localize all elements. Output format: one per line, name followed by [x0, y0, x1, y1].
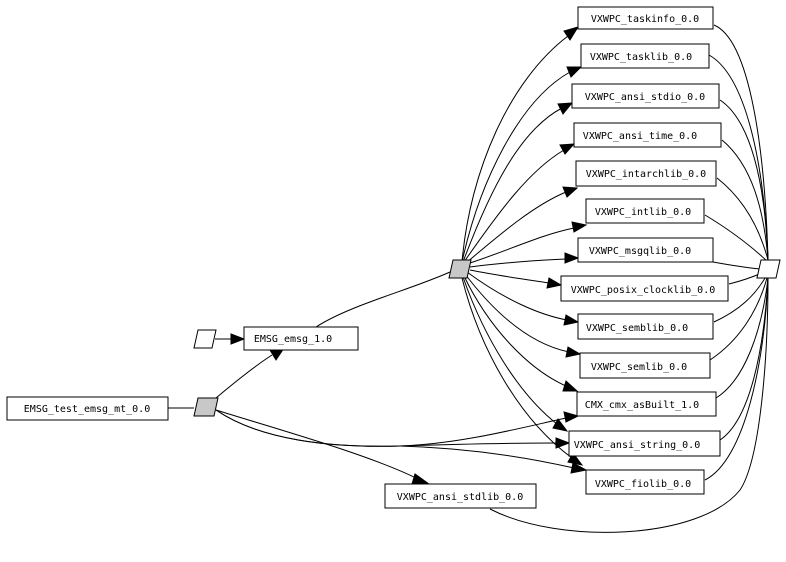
- edge-junction-to-fio: [399, 445, 575, 469]
- junction-hub: [448, 259, 472, 279]
- arrowhead: [565, 346, 582, 358]
- edge-seml-to-sink: [709, 277, 768, 361]
- node-msgq[interactable]: VXWPC_msgqlib_0.0: [577, 237, 714, 263]
- edge-stdio-to-sink: [719, 99, 769, 261]
- node-label: VXWPC_intarchlib_0.0: [586, 169, 706, 180]
- node-semb[interactable]: VXWPC_semblib_0.0: [577, 313, 714, 340]
- edge-junction-to-stdlib: [215, 409, 419, 480]
- node-label: VXWPC_semlib_0.0: [591, 362, 687, 373]
- edge-hub-to-seml: [464, 273, 570, 353]
- node-label: VXWPC_fiolib_0.0: [595, 479, 691, 490]
- junction-input: [193, 329, 217, 349]
- node-stdio[interactable]: VXWPC_ansi_stdio_0.0: [571, 83, 720, 109]
- edge-hub-to-tasklib: [461, 71, 571, 263]
- arrowhead: [563, 411, 580, 423]
- node-label: EMSG_emsg_1.0: [254, 334, 332, 345]
- arrowhead: [562, 380, 579, 392]
- node-label: VXWPC_intlib_0.0: [595, 207, 691, 218]
- edge-hub-to-posix: [469, 269, 550, 284]
- node-emsg-test[interactable]: EMSG_test_emsg_mt_0.0: [6, 396, 169, 421]
- edge-junction-to-emsg: [215, 354, 273, 399]
- nodes: EMSG_test_emsg_mt_0.0 EMSG_emsg_1.0 VXWP…: [6, 6, 729, 509]
- arrowhead: [571, 221, 588, 233]
- node-label: VXWPC_posix_clocklib_0.0: [571, 285, 716, 296]
- node-label: VXWPC_ansi_stdlib_0.0: [397, 492, 523, 503]
- edge-emsg-to-hub: [315, 271, 451, 328]
- arrowhead: [562, 186, 579, 198]
- junction-left: [193, 397, 219, 417]
- node-label: VXWPC_ansi_string_0.0: [574, 440, 700, 451]
- node-seml[interactable]: VXWPC_semlib_0.0: [579, 352, 711, 379]
- node-label: VXWPC_ansi_time_0.0: [583, 131, 697, 142]
- node-stdlib[interactable]: VXWPC_ansi_stdlib_0.0: [384, 483, 537, 509]
- edge-hub-to-taskinfo: [461, 35, 569, 263]
- edge-time-to-sink: [721, 139, 769, 261]
- node-taskinfo[interactable]: VXWPC_taskinfo_0.0: [577, 6, 714, 30]
- edge-msgq-to-sink: [712, 261, 761, 270]
- arrowhead: [555, 437, 571, 449]
- edge-hub-to-intarch: [465, 191, 567, 264]
- node-label: EMSG_test_emsg_mt_0.0: [24, 404, 150, 415]
- edge-junction-to-string: [215, 409, 557, 447]
- edge-hub-to-time: [463, 149, 565, 263]
- junction-sink: [756, 259, 781, 279]
- edge-fio-to-sink: [704, 277, 769, 481]
- node-emsg[interactable]: EMSG_emsg_1.0: [243, 326, 359, 351]
- arrowhead: [546, 277, 563, 289]
- edge-hub-to-stdio: [462, 107, 563, 263]
- node-posix[interactable]: VXWPC_posix_clocklib_0.0: [560, 275, 729, 302]
- edges: [168, 24, 769, 533]
- node-label: VXWPC_taskinfo_0.0: [591, 14, 699, 25]
- edge-hub-to-cmx: [463, 275, 567, 387]
- edge-hub-to-string: [462, 276, 558, 425]
- edge-intlib-to-sink: [704, 214, 769, 263]
- edge-string-to-sink: [719, 277, 769, 441]
- node-string[interactable]: VXWPC_ansi_string_0.0: [568, 430, 721, 457]
- edge-taskinfo-to-sink: [713, 24, 769, 261]
- edge-stdlib-to-sink: [489, 277, 769, 533]
- node-label: VXWPC_ansi_stdio_0.0: [585, 92, 705, 103]
- arrowhead: [557, 102, 574, 115]
- junctions: [193, 259, 781, 417]
- arrowhead: [570, 462, 588, 474]
- edge-cmx-to-sink: [715, 277, 769, 399]
- node-label: VXWPC_semblib_0.0: [586, 323, 688, 334]
- edge-hub-to-msgq: [469, 258, 567, 268]
- edge-intarch-to-sink: [716, 177, 769, 261]
- node-tasklib[interactable]: VXWPC_tasklib_0.0: [580, 43, 710, 69]
- node-label: VXWPC_msgqlib_0.0: [589, 246, 691, 257]
- arrowhead: [566, 66, 583, 78]
- node-fio[interactable]: VXWPC_fiolib_0.0: [585, 469, 705, 495]
- edge-junction-to-cmx: [215, 409, 567, 447]
- edge-hub-to-fio: [461, 277, 573, 459]
- node-cmx[interactable]: CMX_cmx_asBuilt_1.0: [576, 391, 717, 417]
- arrowhead: [552, 418, 569, 432]
- node-time[interactable]: VXWPC_ansi_time_0.0: [573, 122, 722, 148]
- edge-hub-to-semb: [466, 271, 568, 321]
- node-intarch[interactable]: VXWPC_intarchlib_0.0: [575, 160, 717, 187]
- arrowhead: [411, 473, 431, 485]
- edge-semb-to-sink: [713, 277, 766, 323]
- arrowhead: [559, 143, 576, 155]
- arrowhead: [564, 252, 580, 264]
- arrowhead: [563, 314, 580, 326]
- node-label: CMX_cmx_asBuilt_1.0: [585, 400, 699, 411]
- node-label: VXWPC_tasklib_0.0: [590, 52, 692, 63]
- arrowhead: [230, 333, 246, 345]
- arrowhead: [563, 26, 580, 41]
- node-intlib[interactable]: VXWPC_intlib_0.0: [585, 198, 705, 224]
- edge-hub-to-intlib: [466, 227, 575, 265]
